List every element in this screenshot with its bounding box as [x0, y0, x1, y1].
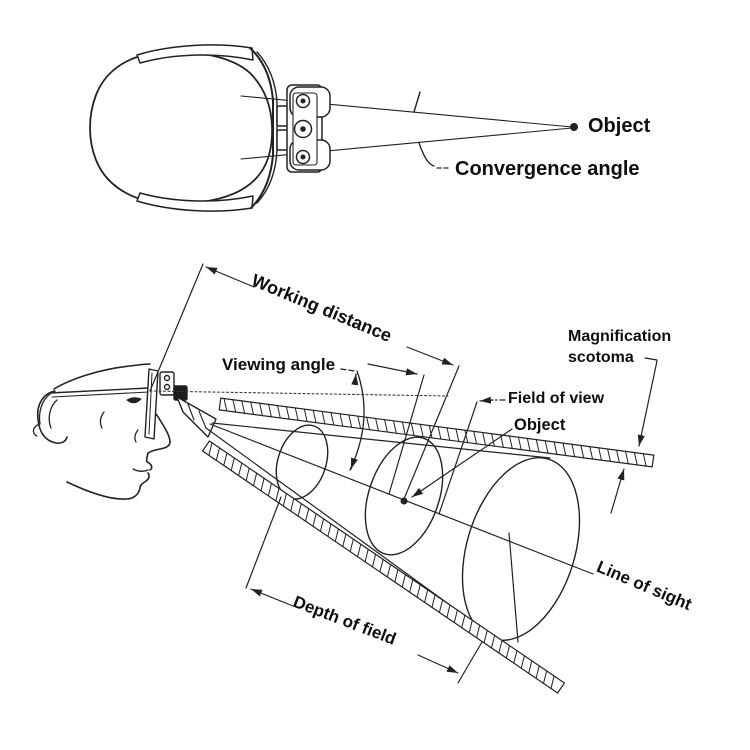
convergence-angle-leader — [418, 142, 450, 169]
reference-horizontal-line — [149, 390, 449, 397]
top-scotoma-strip — [218, 397, 655, 468]
head-top-view — [89, 44, 278, 212]
viewing-angle-label: Viewing angle — [222, 355, 336, 374]
cap-flap-top — [136, 44, 254, 64]
extension-line-loupe — [149, 263, 204, 392]
depth-of-field-dimension — [245, 496, 483, 684]
far-plane-chord — [508, 532, 519, 643]
loupes-top-view — [276, 84, 331, 173]
object-leader — [411, 428, 513, 498]
side-view-figure — [32, 263, 658, 694]
eye-mark — [126, 397, 142, 404]
angle-tick — [413, 91, 421, 113]
loupe-side-view — [144, 368, 217, 440]
object-label-top: Object — [588, 115, 651, 137]
field-of-view-label: Field of view — [508, 390, 605, 407]
object-plane-ellipse — [364, 436, 444, 556]
frame-band — [249, 47, 274, 209]
headband-hook — [32, 393, 51, 437]
object-dot-top — [570, 123, 578, 131]
working-distance-dimension — [149, 263, 460, 500]
extension-line-far — [457, 641, 483, 684]
skull-outline — [53, 363, 151, 390]
mount-bracket — [159, 371, 175, 396]
magnification-scotoma-arrows — [610, 357, 658, 514]
bottom-scotoma-strip — [202, 440, 565, 694]
field-of-view-leader — [438, 396, 506, 515]
cap-flap-bottom — [136, 192, 254, 212]
extension-line-near — [245, 496, 282, 589]
magnification-scotoma-label: Magnification scotoma — [568, 328, 672, 366]
cone-upper-edge — [211, 422, 551, 459]
cone-edges — [205, 422, 551, 638]
loupe-barrel — [176, 396, 217, 438]
headband-strap — [49, 387, 150, 394]
head-side-view — [32, 363, 171, 500]
mouth-line — [132, 468, 149, 472]
lens-plate — [144, 368, 159, 440]
convergence-top-view-figure — [89, 44, 578, 212]
face-profile — [66, 408, 171, 500]
convergence-angle-label: Convergence angle — [455, 158, 640, 180]
object-label-bottom: Object — [514, 416, 566, 434]
extension-line-object — [403, 365, 460, 500]
viewing-angle-arc — [340, 368, 365, 471]
mount-clamp — [173, 385, 188, 401]
object-dot — [400, 497, 408, 505]
ear — [36, 390, 68, 444]
extension-line-plane — [388, 374, 425, 495]
